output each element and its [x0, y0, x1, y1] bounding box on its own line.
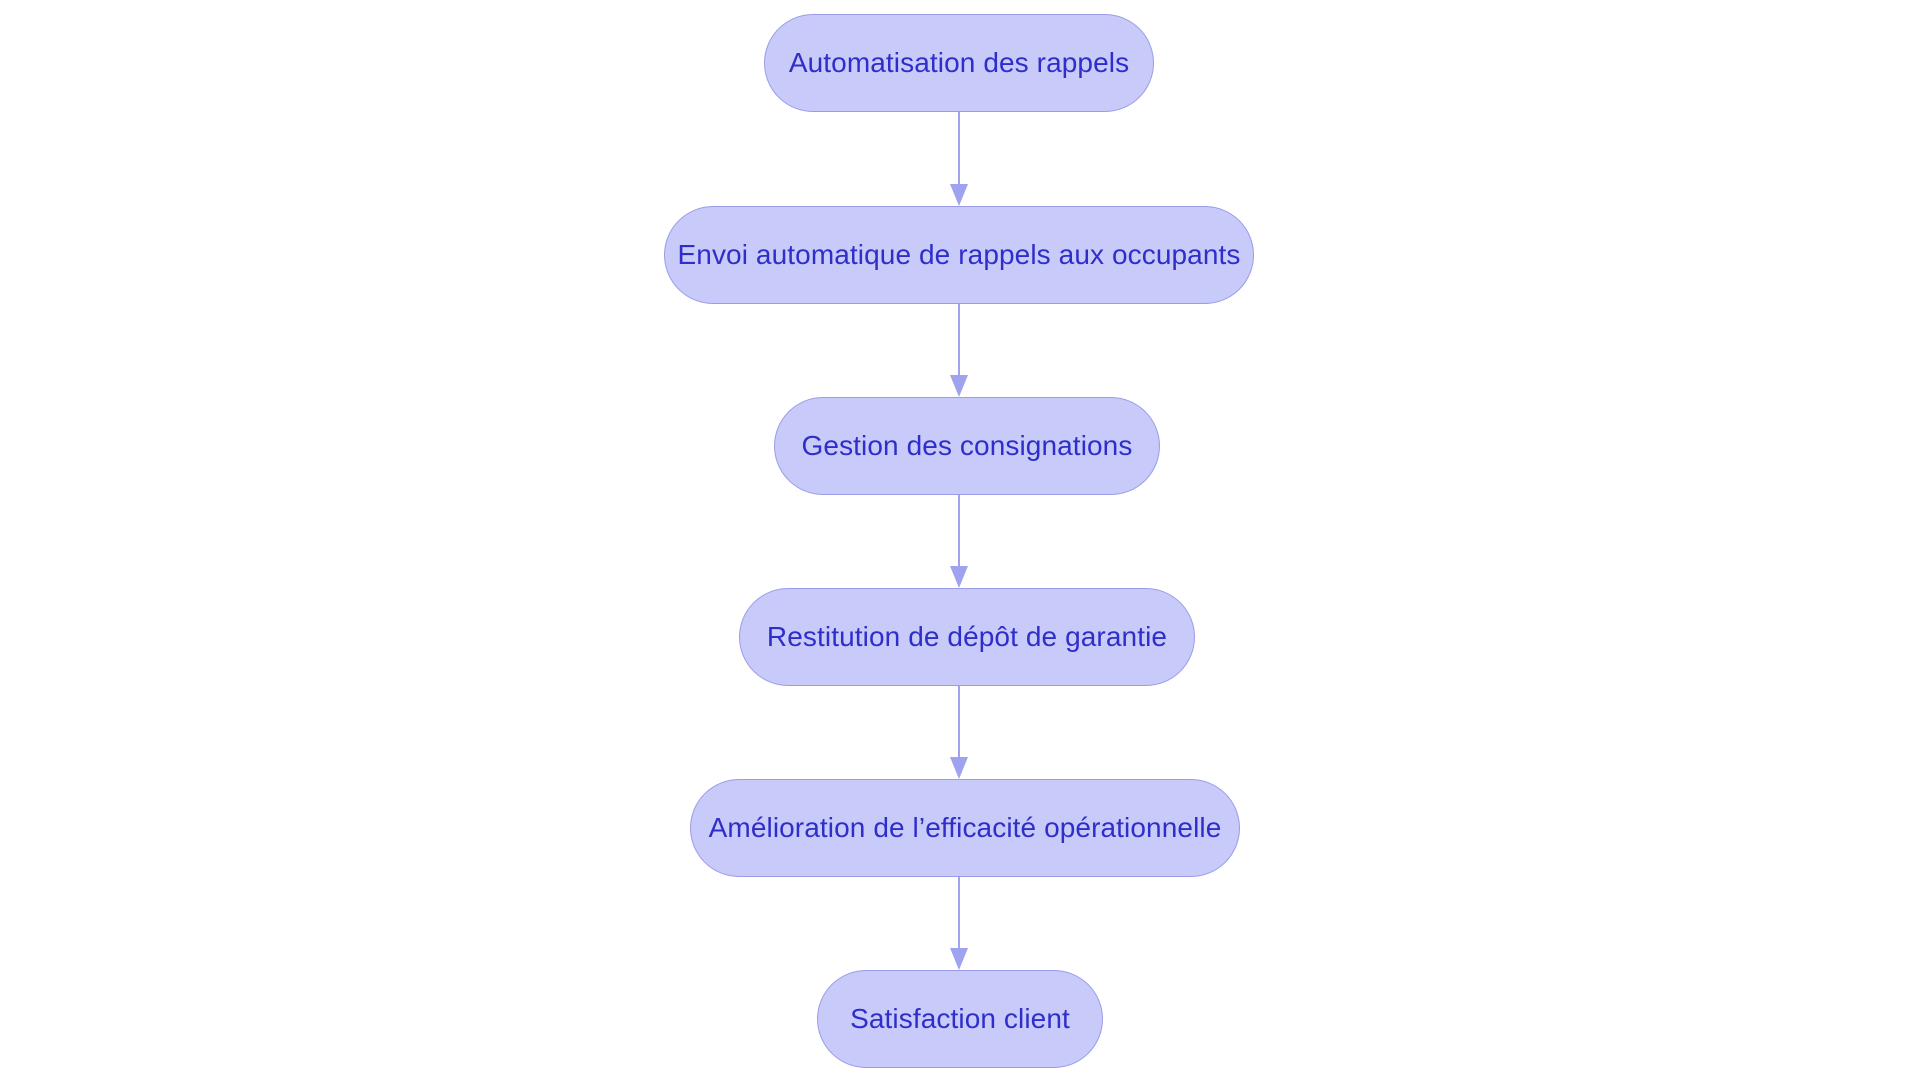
flow-connector-n2-n3: [950, 304, 968, 397]
connector-line: [958, 877, 961, 948]
arrow-down-icon: [950, 566, 968, 588]
connector-line: [958, 304, 961, 375]
arrow-down-icon: [950, 375, 968, 397]
flow-node-label: Restitution de dépôt de garantie: [766, 621, 1168, 652]
flow-node-label: Satisfaction client: [850, 1003, 1070, 1034]
flow-node-gestion-des-consignations[interactable]: Gestion des consignations: [774, 397, 1160, 495]
flow-node-amelioration-de-lefficacite-operationnelle[interactable]: Amélioration de l’efficacité opérationne…: [690, 779, 1240, 877]
flow-connector-n1-n2: [950, 112, 968, 206]
flow-connector-n4-n5: [950, 686, 968, 779]
arrow-down-icon: [950, 948, 968, 970]
flow-node-automatisation-des-rappels[interactable]: Automatisation des rappels: [764, 14, 1154, 112]
connector-line: [958, 495, 961, 566]
arrow-down-icon: [950, 757, 968, 779]
flow-connector-n3-n4: [950, 495, 968, 588]
connector-line: [958, 112, 961, 184]
flow-connector-n5-n6: [950, 877, 968, 970]
arrow-down-icon: [950, 184, 968, 206]
flow-node-label: Amélioration de l’efficacité opérationne…: [708, 812, 1222, 843]
flow-node-label: Envoi automatique de rappels aux occupan…: [677, 239, 1241, 270]
flow-node-label: Automatisation des rappels: [788, 47, 1130, 78]
flow-node-restitution-de-depot-de-garantie[interactable]: Restitution de dépôt de garantie: [739, 588, 1195, 686]
connector-line: [958, 686, 961, 757]
flow-node-envoi-automatique-de-rappels-aux-occupants[interactable]: Envoi automatique de rappels aux occupan…: [664, 206, 1254, 304]
flow-node-satisfaction-client[interactable]: Satisfaction client: [817, 970, 1103, 1068]
flow-node-label: Gestion des consignations: [801, 430, 1133, 461]
